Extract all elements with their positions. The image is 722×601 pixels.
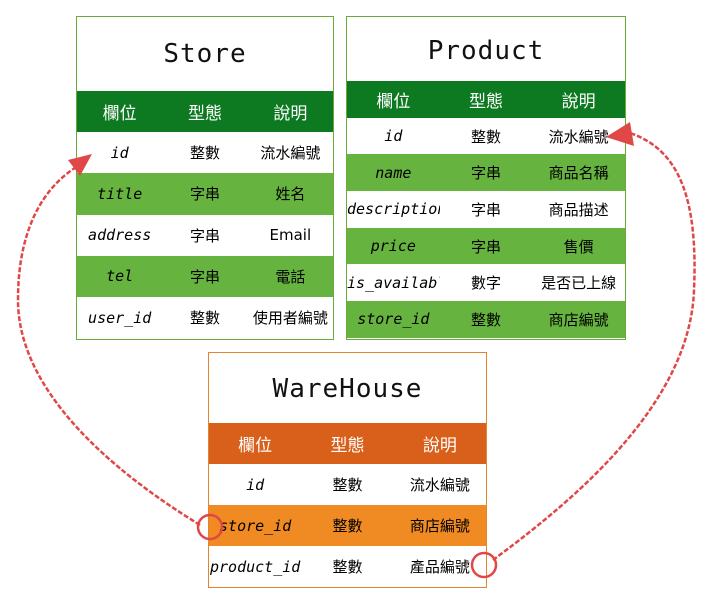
field-description: 產品編號: [409, 558, 470, 576]
field-type: 數字: [470, 274, 501, 293]
field-type: 整數: [332, 558, 363, 576]
field-name: is_available: [347, 273, 440, 292]
table-row: tel 字串 電話: [77, 255, 333, 297]
field-name: title: [77, 173, 163, 215]
header-description: 說明: [393, 423, 486, 464]
field-description: 商店編號: [393, 505, 486, 546]
field-name: user_id: [88, 308, 152, 327]
header-type: 型態: [301, 423, 394, 464]
header-field: 欄位: [347, 81, 440, 118]
field-name: store_id: [347, 301, 440, 338]
warehouse-fields: 欄位 型態 說明 id 整數 流水編號 store_id 整數 商店編號 pro…: [209, 423, 486, 587]
field-name: name: [347, 154, 440, 192]
product-table-title: Product: [427, 36, 545, 66]
table-row: price 字串 售價: [347, 227, 625, 265]
field-description: 商品名稱: [532, 154, 625, 192]
header-field: 欄位: [209, 423, 302, 464]
field-description: 售價: [532, 227, 625, 265]
field-description: 電話: [247, 255, 333, 297]
field-description: 流水編號: [260, 144, 321, 163]
field-name: description: [347, 200, 440, 219]
field-type: 整數: [439, 301, 533, 338]
field-name: id: [246, 475, 265, 494]
field-type: 整數: [189, 144, 220, 163]
header-type: 型態: [162, 91, 248, 133]
table-row: is_available 數字 是否已上線: [347, 264, 625, 301]
table-row: store_id 整數 商店編號: [209, 505, 486, 546]
table-row: product_id 整數 產品編號: [209, 546, 486, 587]
header-description: 說明: [247, 91, 333, 133]
field-type: 整數: [332, 476, 363, 494]
field-description: 商店編號: [532, 301, 625, 338]
table-row: id 整數 流水編號: [347, 118, 625, 155]
field-description: Email: [269, 226, 312, 245]
store-fields: 欄位 型態 說明 id 整數 流水編號 title 字串 姓名 address …: [77, 91, 333, 338]
field-name: id: [110, 143, 129, 162]
table-row: store_id 整數 商店編號: [347, 301, 625, 338]
warehouse-header-row: 欄位 型態 說明: [209, 423, 486, 464]
field-name: store_id: [209, 505, 302, 546]
field-name: address: [88, 226, 152, 245]
header-description: 說明: [532, 81, 625, 118]
warehouse-table-title: WareHouse: [272, 374, 423, 404]
field-type: 整數: [189, 309, 220, 328]
field-name: price: [347, 227, 440, 265]
field-name: tel: [77, 255, 163, 297]
field-description: 流水編號: [409, 476, 470, 494]
table-row: id 整數 流水編號: [77, 132, 333, 173]
field-type: 字串: [470, 200, 501, 219]
field-description: 流水編號: [548, 127, 609, 146]
table-row: name 字串 商品名稱: [347, 154, 625, 192]
field-description: 使用者編號: [252, 309, 328, 328]
field-type: 字串: [439, 154, 533, 192]
field-description: 姓名: [247, 173, 333, 215]
table-row: id 整數 流水編號: [209, 464, 486, 505]
product-fields: 欄位 型態 說明 id 整數 流水編號 name 字串 商品名稱 descrip…: [347, 81, 625, 338]
store-table: Store 欄位 型態 說明 id 整數 流水編號 title 字串 姓名 ad…: [76, 16, 334, 340]
field-type: 整數: [470, 127, 501, 146]
table-row: title 字串 姓名: [77, 173, 333, 215]
field-description: 商品描述: [548, 200, 609, 219]
field-name: product_id: [210, 557, 301, 576]
table-row: description 字串 商品描述: [347, 191, 625, 228]
product-table: Product 欄位 型態 說明 id 整數 流水編號 name 字串 商品名稱…: [346, 16, 626, 340]
table-row: user_id 整數 使用者編號: [77, 297, 333, 338]
field-type: 整數: [301, 505, 394, 546]
header-field: 欄位: [77, 91, 163, 133]
field-name: id: [384, 127, 403, 146]
field-type: 字串: [162, 255, 248, 297]
field-description: 是否已上線: [541, 274, 617, 293]
field-type: 字串: [189, 226, 220, 245]
field-type: 字串: [162, 173, 248, 215]
field-type: 字串: [439, 227, 533, 265]
product-header-row: 欄位 型態 說明: [347, 81, 625, 118]
header-type: 型態: [439, 81, 533, 118]
store-table-title: Store: [163, 39, 247, 69]
warehouse-table: WareHouse 欄位 型態 說明 id 整數 流水編號 store_id 整…: [208, 352, 487, 588]
table-row: address 字串 Email: [77, 215, 333, 256]
store-header-row: 欄位 型態 說明: [77, 91, 333, 133]
